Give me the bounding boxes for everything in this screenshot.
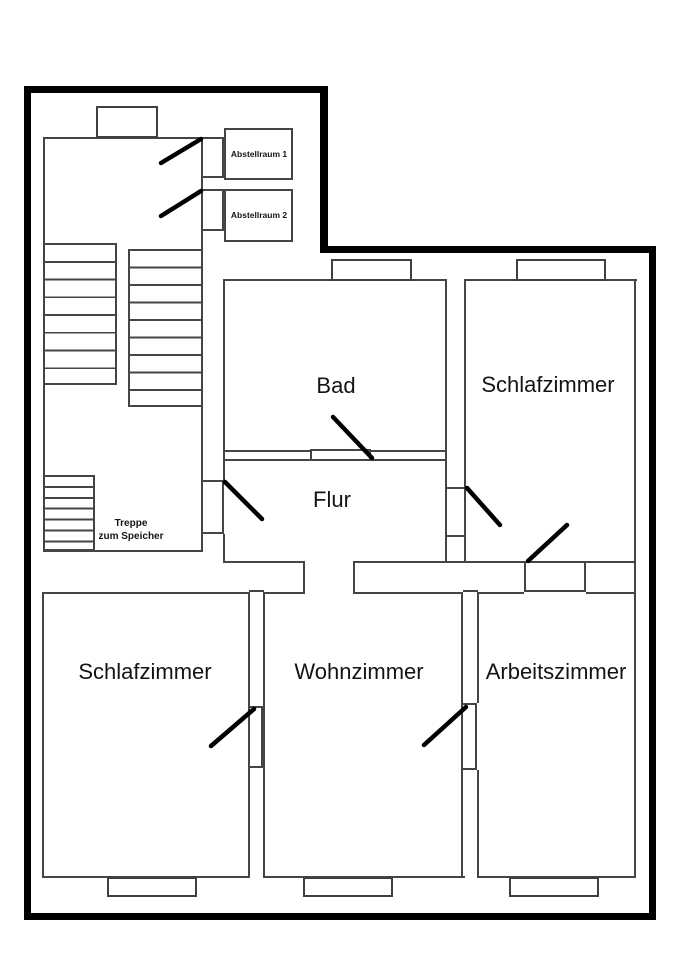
door-swing-stairwell-flur — [222, 479, 265, 522]
room-label-arbeitszimmer: Arbeitszimmer — [485, 659, 627, 684]
flur-wall-top — [223, 459, 310, 461]
door-opening-wohnzimmer-arbeitszimmer — [461, 703, 477, 770]
room-label-wohnzimmer: Wohnzimmer — [294, 659, 424, 684]
outer-wall-top-left — [24, 86, 328, 93]
bad-flur-wall-right — [445, 279, 447, 563]
door-opening-abstellraum-1 — [201, 137, 224, 178]
room-label-schlafzimmer-bottom: Schlafzimmer — [78, 659, 212, 684]
schlafzimmer-top-wall-left — [464, 279, 466, 487]
schlafzimmer-bottom-wall-left — [42, 592, 44, 878]
wohnzimmer-wall-left — [263, 592, 265, 878]
room-label-abstellraum-2: Abstellraum 2 — [230, 210, 288, 220]
label-treppe-zum-speicher: Treppe zum Speicher — [98, 517, 163, 543]
door-opening-flur-schlafzimmer — [445, 487, 466, 537]
room-label-abstellraum-1: Abstellraum 1 — [230, 149, 288, 159]
passage-cap — [353, 561, 355, 592]
window-stairwell — [96, 106, 158, 138]
door-opening-schlafzimmer-wohnzimmer — [248, 706, 263, 768]
band-connector — [463, 590, 478, 592]
room-abstellraum-2 — [224, 189, 293, 242]
stairwell-wall-right — [201, 534, 203, 552]
wohnzimmer-wall-top — [353, 592, 463, 594]
flur-wall-top — [371, 459, 447, 461]
outer-wall-top-right — [320, 246, 656, 253]
stair-to-attic — [43, 475, 95, 551]
door-swing-schlafzimmer-arbeitszimmer — [525, 522, 570, 564]
door-swing-abstellraum-1 — [158, 136, 204, 166]
stairwell-wall-top — [43, 137, 203, 139]
outer-wall-notch — [320, 86, 328, 253]
room-label-bad: Bad — [316, 373, 356, 398]
label-treppe-line2: zum Speicher — [98, 531, 164, 542]
door-opening-stairwell-flur — [201, 480, 224, 534]
door-swing-flur-schlafzimmer — [464, 485, 503, 528]
outer-wall-left — [24, 86, 31, 920]
window-wohnzimmer — [303, 877, 393, 897]
window-arbeitszimmer — [509, 877, 599, 897]
bad-flur-wall-left — [223, 279, 225, 480]
outer-wall-bottom — [24, 913, 656, 920]
schlafzimmer-bottom-wall-right — [248, 768, 250, 878]
bad-wall-bottom — [223, 450, 310, 452]
east-inner-wall — [634, 279, 636, 878]
schlafzimmer-bottom-wall-right — [248, 592, 250, 706]
arbeitszimmer-wall-top — [477, 592, 524, 594]
door-opening-bad — [310, 449, 371, 461]
door-opening-abstellraum-2 — [201, 189, 224, 231]
hall-wall-bottom — [223, 561, 305, 563]
hall-wall-bottom — [353, 561, 636, 563]
stair-flight-left — [43, 243, 117, 385]
bad-wall-bottom — [371, 450, 447, 452]
arbeitszimmer-wall-left — [477, 592, 479, 703]
stairwell-wall-bottom — [43, 550, 203, 552]
room-abstellraum-1 — [224, 128, 293, 180]
outer-wall-right — [649, 246, 656, 920]
band-connector — [249, 590, 264, 592]
window-bad — [331, 259, 412, 281]
door-swing-abstellraum-2 — [158, 188, 204, 219]
wohnzimmer-wall-top — [263, 592, 305, 594]
arbeitszimmer-wall-top — [586, 592, 635, 594]
schlafzimmer-top-wall-left — [464, 537, 466, 563]
wohnzimmer-wall-right — [461, 770, 463, 878]
schlafzimmer-bottom-wall-top — [42, 592, 250, 594]
window-schlafzimmer-top — [516, 259, 606, 281]
bad-flur-wall-left — [223, 534, 225, 563]
arbeitszimmer-wall-left — [477, 770, 479, 878]
room-label-schlafzimmer-top: Schlafzimmer — [481, 372, 615, 397]
door-opening-schlafzimmer-arbeitszimmer — [524, 561, 586, 592]
wohnzimmer-wall-right — [461, 592, 463, 703]
window-schlafzimmer-bottom — [107, 877, 197, 897]
label-treppe-line1: Treppe — [114, 518, 148, 529]
passage-cap — [303, 561, 305, 592]
stairwell-wall-right — [201, 178, 203, 189]
room-label-flur: Flur — [313, 487, 351, 512]
stair-flight-right — [128, 249, 203, 407]
door-swing-wohnzimmer-arbeitszimmer — [421, 704, 469, 748]
